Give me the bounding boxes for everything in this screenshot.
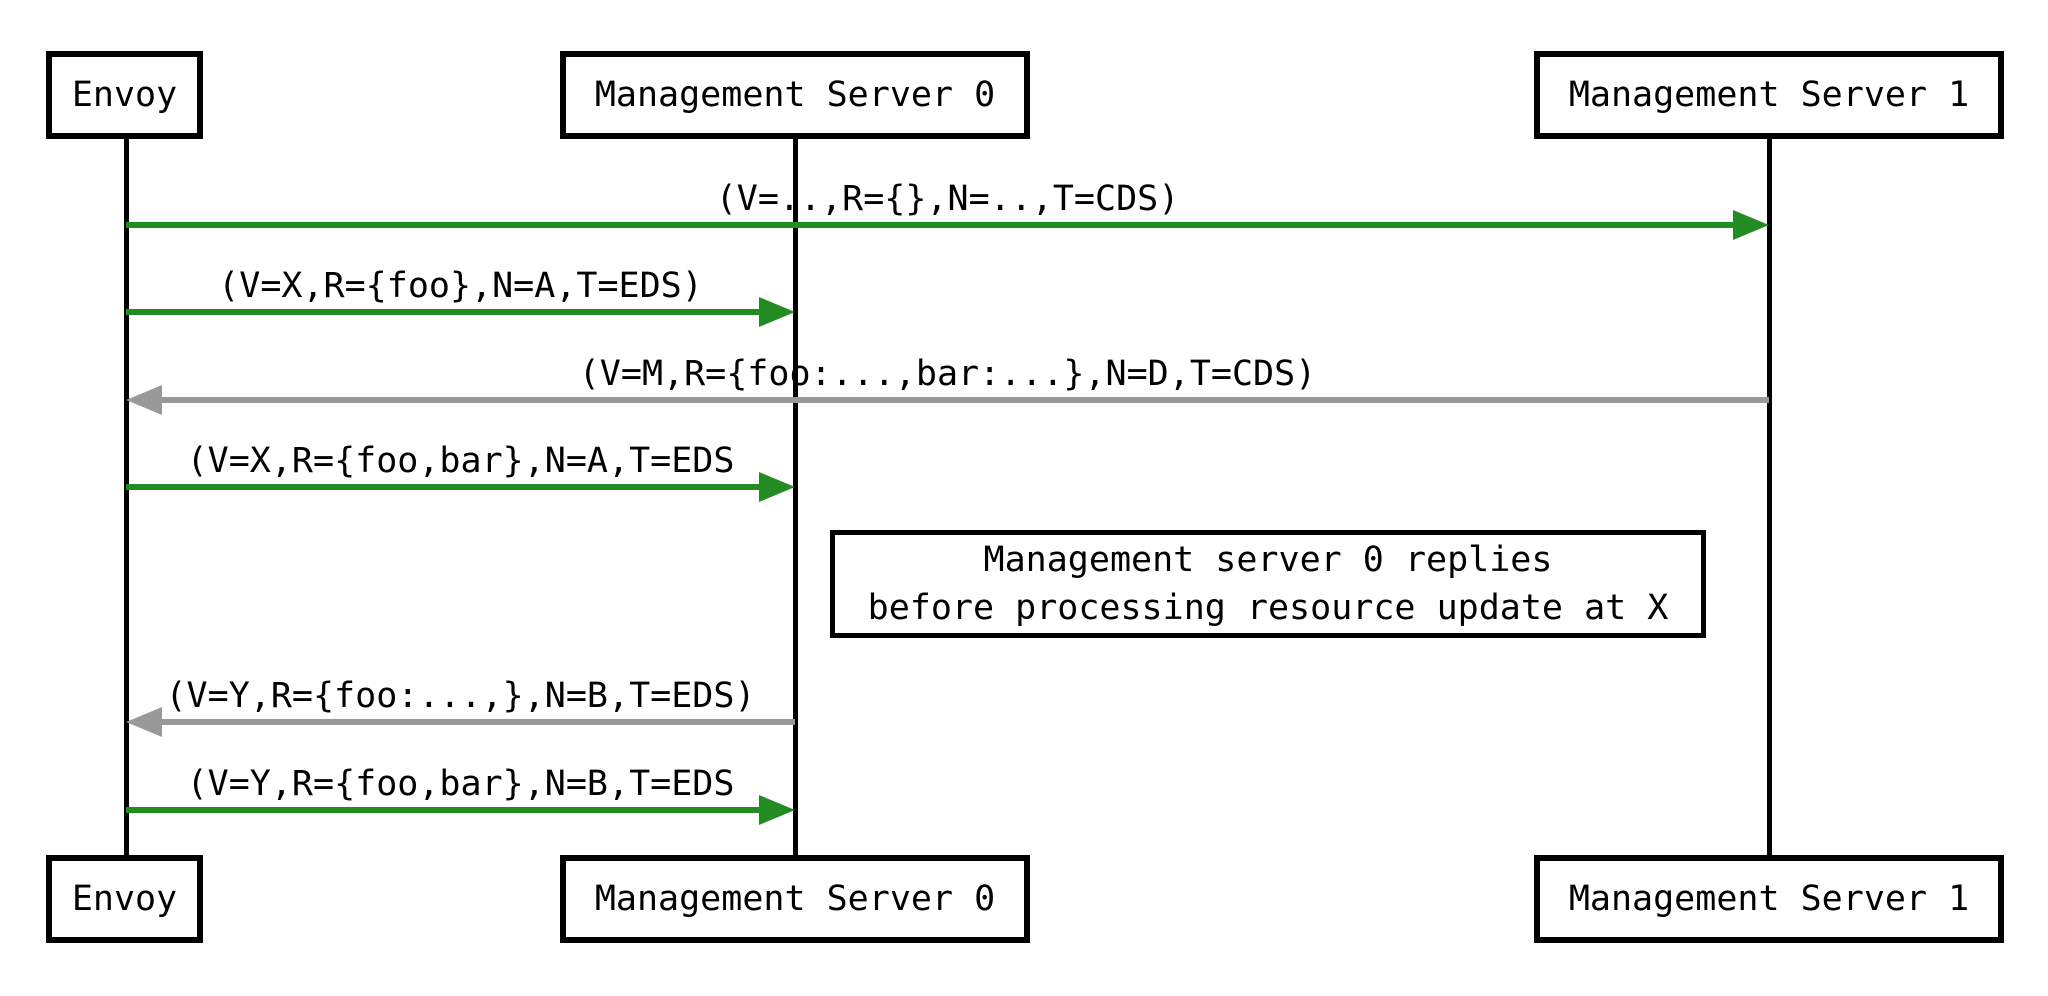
message-label-cds-request: (V=..,R={},N=..,T=CDS): [715, 179, 1180, 219]
arrowhead-right-icon: [1733, 210, 1769, 240]
actor-box-envoy-top: Envoy: [46, 51, 203, 139]
actor-box-management-server-0-top: Management Server 0: [560, 51, 1030, 139]
message-label-cds-response: (V=M,R={foo:...,bar:...},N=D,T=CDS): [578, 354, 1317, 394]
lifeline-management-server-0: [793, 139, 798, 855]
note-line-1: Management server 0 replies: [983, 540, 1553, 580]
message-line-cds-request: [126, 222, 1739, 228]
lifeline-management-server-1: [1767, 139, 1772, 855]
message-line-eds-ack: [126, 807, 765, 813]
arrowhead-right-icon: [759, 472, 795, 502]
note-line-2: before processing resource update at X: [867, 588, 1669, 628]
arrowhead-right-icon: [759, 297, 795, 327]
note-box: Management server 0 replies before proce…: [830, 530, 1706, 638]
message-label-eds-response: (V=Y,R={foo:...,},N=B,T=EDS): [165, 676, 756, 716]
arrowhead-left-icon: [126, 385, 162, 415]
message-line-eds-response: [156, 719, 795, 725]
message-line-eds-request-foo-bar: [126, 484, 765, 490]
message-label-eds-request-foo: (V=X,R={foo},N=A,T=EDS): [218, 266, 703, 306]
arrowhead-left-icon: [126, 707, 162, 737]
actor-box-management-server-1-top: Management Server 1: [1534, 51, 2004, 139]
message-line-eds-request-foo: [126, 309, 765, 315]
message-label-eds-ack: (V=Y,R={foo,bar},N=B,T=EDS: [186, 764, 735, 804]
message-label-eds-request-foo-bar: (V=X,R={foo,bar},N=A,T=EDS: [186, 441, 735, 481]
message-line-cds-response: [156, 397, 1769, 403]
actor-box-envoy-bottom: Envoy: [46, 855, 203, 943]
lifeline-envoy: [124, 139, 129, 855]
actor-box-management-server-1-bottom: Management Server 1: [1534, 855, 2004, 943]
actor-box-management-server-0-bottom: Management Server 0: [560, 855, 1030, 943]
arrowhead-right-icon: [759, 795, 795, 825]
